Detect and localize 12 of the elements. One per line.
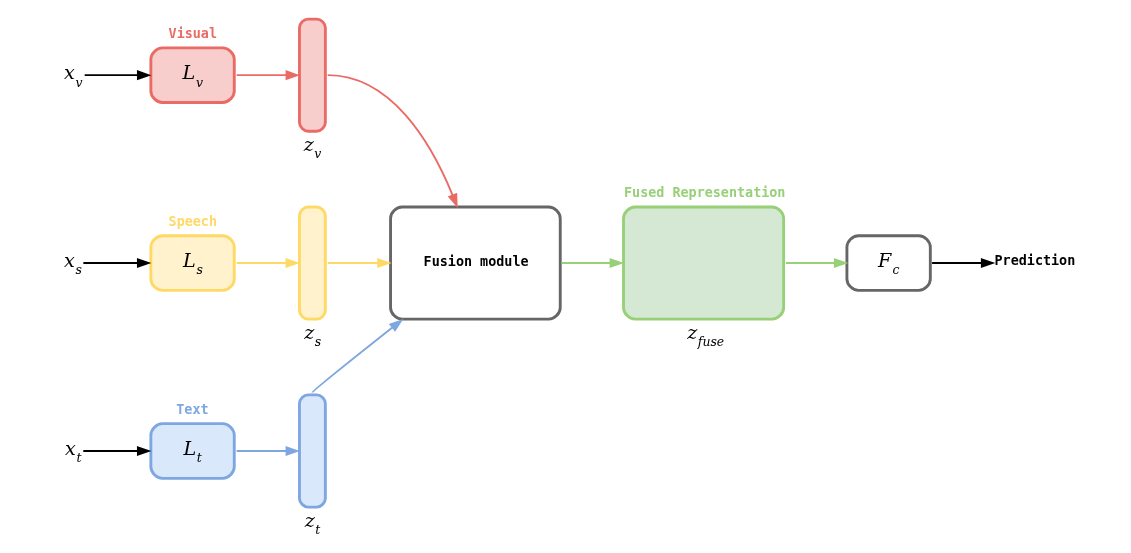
node-text: Prediction	[994, 253, 1075, 269]
node-text: x$_{t}$	[64, 436, 82, 466]
node-label: Text	[175, 401, 209, 417]
node-label: z$_{t}$	[304, 508, 320, 538]
node-label: Speech	[168, 213, 217, 229]
node-label: z$_{v}$	[303, 132, 321, 162]
node-label: z$_{fuse}$	[686, 320, 724, 350]
node-text: x$_{v}$	[63, 61, 83, 90]
node-label: Visual	[168, 25, 217, 41]
node-label: z$_{s}$	[303, 320, 321, 350]
node-text: x$_{s}$	[63, 248, 82, 278]
node-label: Fused Representation	[623, 185, 785, 201]
